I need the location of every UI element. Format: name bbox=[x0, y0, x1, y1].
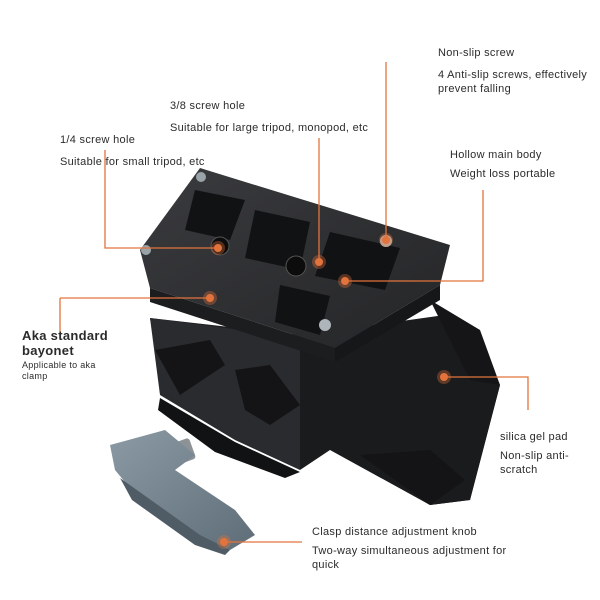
hole38-desc: Suitable for large tripod, monopod, etc bbox=[170, 122, 369, 134]
callout-markers bbox=[203, 233, 451, 549]
nonslip-desc: 4 Anti-slip screws, effectively prevent … bbox=[438, 69, 588, 95]
marker-knob bbox=[217, 535, 231, 549]
marker-38-hole bbox=[312, 255, 326, 269]
knob-desc: Two-way simultaneous adjustment for quic… bbox=[312, 545, 507, 571]
marker-14-hole bbox=[211, 241, 225, 255]
nonslip-title: Non-slip screw bbox=[438, 47, 515, 59]
marker-hollow-body bbox=[338, 274, 352, 288]
hole14-title: 1/4 screw hole bbox=[60, 134, 136, 146]
hollow-title: Hollow main body bbox=[450, 149, 542, 161]
hollow-desc: Weight loss portable bbox=[450, 168, 556, 180]
hole38-title: 3/8 screw hole bbox=[170, 100, 246, 112]
silica-desc: Non-slip anti-scratch bbox=[500, 450, 570, 476]
marker-nonslip-screw bbox=[379, 233, 393, 247]
quick-release-plate bbox=[140, 168, 450, 362]
clamp-body bbox=[150, 300, 500, 505]
callout-lines bbox=[59, 62, 529, 543]
marker-aka-bayonet bbox=[203, 291, 217, 305]
aka-desc: Applicable to aka clamp bbox=[22, 360, 96, 381]
aka-title: Aka standard bayonet bbox=[22, 328, 108, 358]
adjustment-knob bbox=[110, 430, 255, 555]
knob-title: Clasp distance adjustment knob bbox=[312, 526, 477, 538]
silica-title: silica gel pad bbox=[500, 431, 568, 443]
hole14-desc: Suitable for small tripod, etc bbox=[60, 156, 205, 168]
marker-silica-pad bbox=[437, 370, 451, 384]
